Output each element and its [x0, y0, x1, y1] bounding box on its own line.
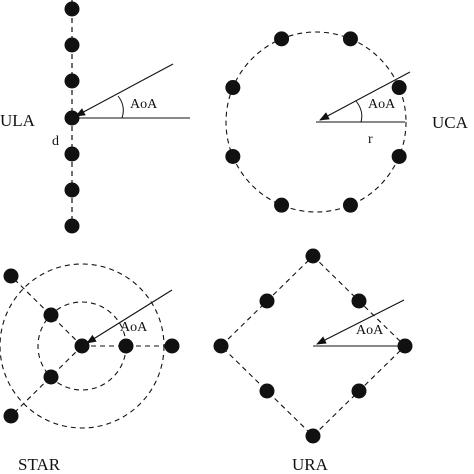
uca-element-1	[342, 31, 358, 47]
uca-elements	[225, 31, 407, 213]
uca-incident-arrow	[319, 71, 411, 121]
uca-title: UCA	[432, 113, 469, 132]
ura-element-2	[397, 338, 413, 354]
star-element-7	[3, 408, 19, 424]
uca-element-5	[274, 197, 290, 213]
ula-element-5	[64, 146, 80, 162]
ula-incident-arrow	[75, 63, 174, 117]
ula-title: ULA	[0, 111, 36, 130]
uca-circle	[225, 31, 407, 213]
uca-panel: AoA r UCA	[225, 31, 469, 213]
ura-element-3	[305, 428, 321, 444]
ura-element-6	[351, 293, 367, 309]
ura-element-7	[351, 383, 367, 399]
star-element-5	[164, 338, 180, 354]
uca-aoa-label: AoA	[368, 97, 396, 112]
ula-element-3	[64, 73, 80, 89]
ura-element-1	[305, 248, 321, 264]
ula-element-6	[64, 182, 80, 198]
ula-angle-arc	[117, 95, 124, 119]
star-panel: AoA STAR	[0, 263, 180, 474]
ura-diamond	[220, 255, 406, 437]
uca-element-3	[391, 148, 407, 164]
star-element-6	[3, 268, 19, 284]
ura-element-4	[213, 338, 229, 354]
ula-element-7	[64, 218, 80, 234]
ura-aoa-label: AoA	[356, 323, 384, 338]
ula-elements	[64, 1, 80, 234]
star-element-2	[118, 338, 134, 354]
uca-radius-label: r	[368, 132, 373, 147]
ura-panel: AoA URA	[213, 248, 413, 474]
star-element-3	[43, 307, 59, 323]
uca-element-2	[391, 80, 407, 96]
ura-element-5	[259, 293, 275, 309]
ula-panel: AoA d ULA	[0, 0, 190, 234]
ula-element-1	[64, 1, 80, 17]
ula-spacing-label: d	[52, 134, 59, 149]
ura-elements	[213, 248, 413, 444]
ura-element-8	[259, 383, 275, 399]
uca-angle-arc	[355, 100, 363, 123]
star-incident-arrow	[86, 289, 173, 344]
uca-element-8	[274, 31, 290, 47]
uca-element-6	[225, 148, 241, 164]
ura-title: URA	[292, 455, 329, 474]
star-element-4	[43, 369, 59, 385]
star-title: STAR	[18, 455, 61, 474]
uca-element-4	[342, 197, 358, 213]
uca-element-7	[225, 80, 241, 96]
star-aoa-label: AoA	[120, 320, 148, 335]
ula-element-2	[64, 37, 80, 53]
star-element-1	[74, 338, 90, 354]
ula-aoa-label: AoA	[130, 97, 158, 112]
ura-incident-arrow	[316, 299, 405, 345]
star-elements	[3, 268, 180, 424]
